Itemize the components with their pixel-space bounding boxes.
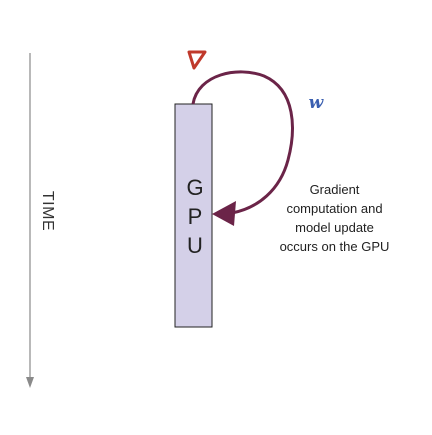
- time-axis-label: TIME: [39, 190, 56, 232]
- update-loop-arrow: [191, 70, 294, 215]
- gradient-symbol-icon: [187, 50, 207, 70]
- note-line-2: computation and: [286, 201, 383, 216]
- note-line-1: Gradient: [309, 182, 360, 197]
- gpu-label-letter-g: G: [186, 175, 204, 200]
- time-axis-arrowhead: [26, 377, 34, 388]
- gpu-update-note: Gradient computation and model update oc…: [262, 180, 407, 256]
- weights-symbol: w: [308, 93, 324, 113]
- gpu-box: [174, 103, 213, 328]
- note-line-4: occurs on the GPU: [279, 239, 390, 254]
- gpu-label-letter-p: P: [187, 204, 203, 229]
- note-line-3: model update: [295, 220, 374, 235]
- gpu-label-letter-u: U: [187, 233, 203, 258]
- time-axis: [26, 53, 34, 388]
- update-loop-arrowhead: [212, 201, 236, 226]
